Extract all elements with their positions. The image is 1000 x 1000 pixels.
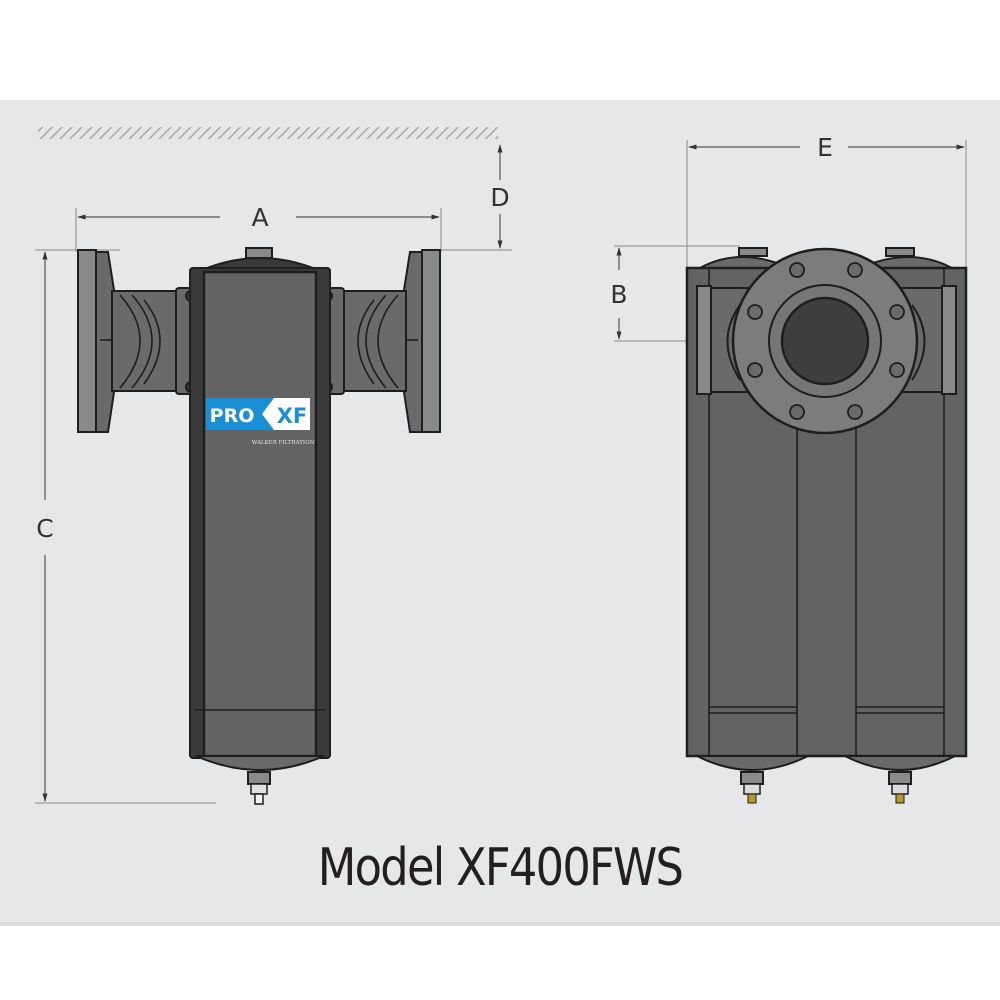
dim-label-d: D	[490, 183, 509, 212]
dim-label-e: E	[817, 133, 833, 162]
flange-face	[731, 247, 919, 435]
logo-text-pro: PRO	[210, 405, 255, 427]
dim-label-c: C	[36, 514, 53, 543]
dim-label-a: A	[251, 203, 268, 232]
dim-label-b: B	[610, 280, 627, 309]
front-view: E B	[610, 133, 968, 804]
pro-xf-logo: PRO XF WALKER FILTRATION	[206, 398, 315, 446]
side-view: D A C	[35, 144, 514, 805]
model-title: Model XF400FWS	[317, 838, 684, 898]
panel-bottom-edge	[0, 922, 1000, 926]
logo-sub-brand: WALKER FILTRATION	[252, 440, 315, 446]
ceiling-hatch	[38, 127, 498, 139]
logo-text-xf: XF	[277, 404, 308, 428]
